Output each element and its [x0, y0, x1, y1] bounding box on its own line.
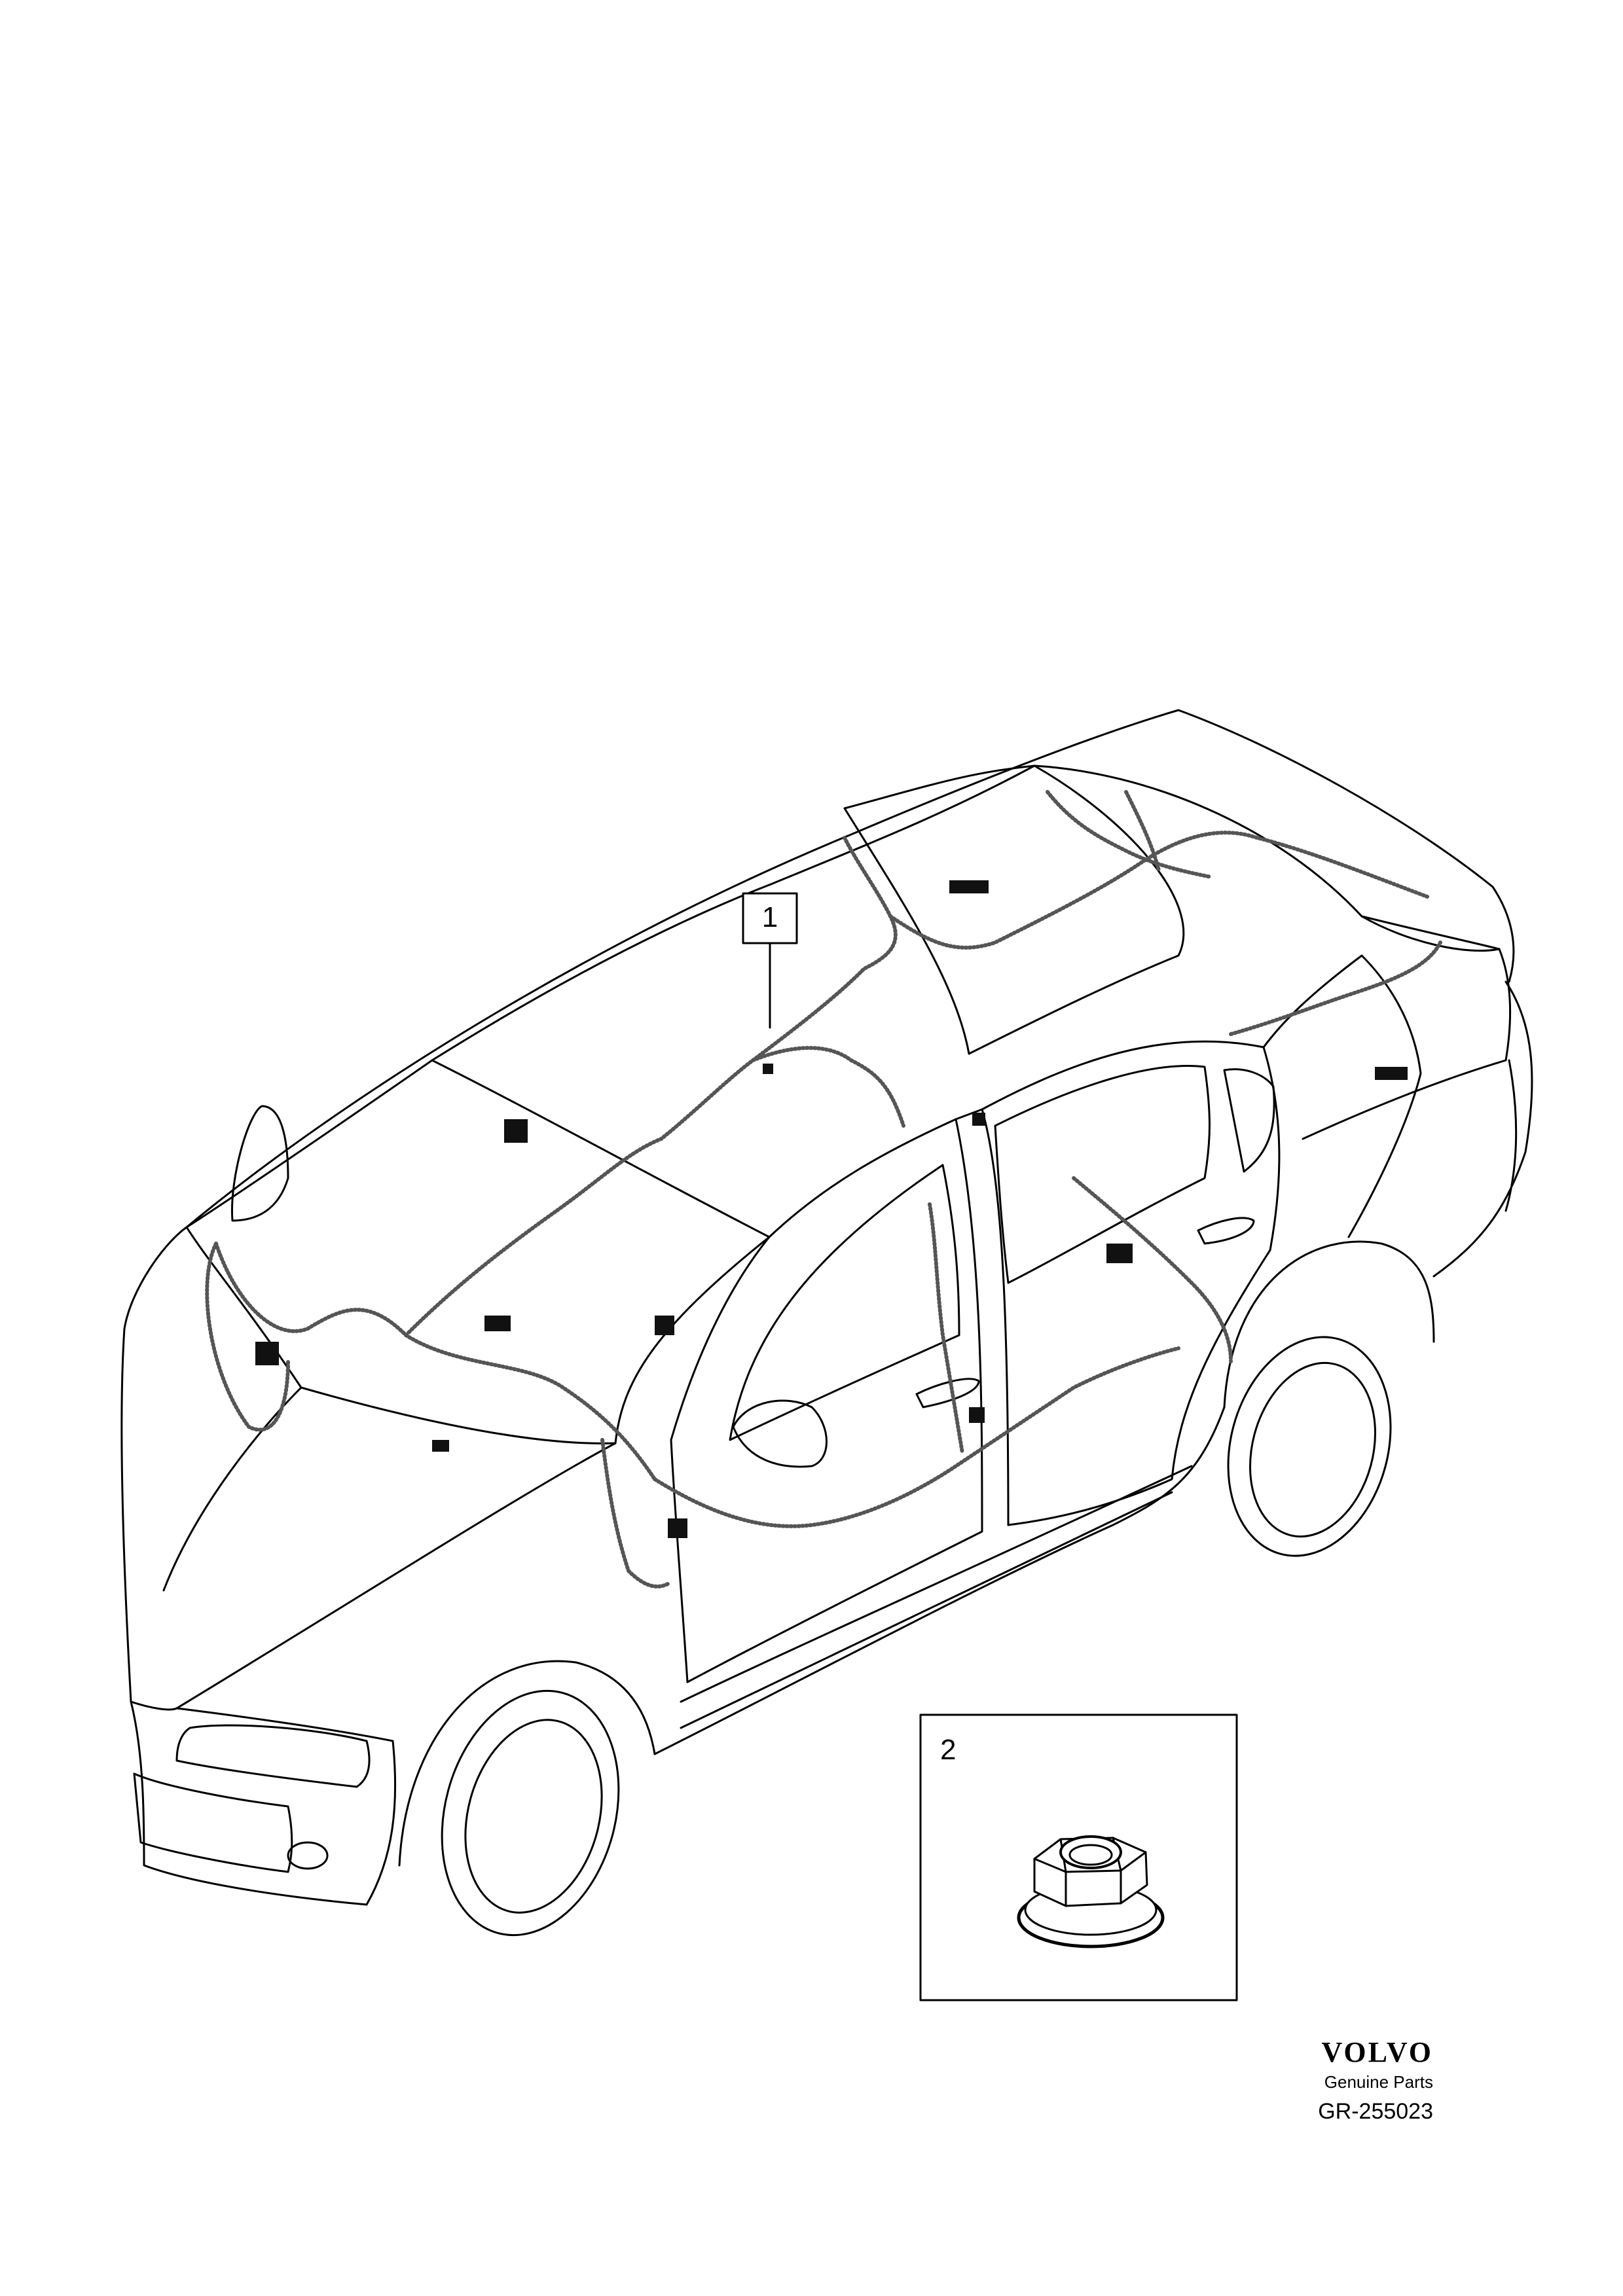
rear-door-window — [994, 1064, 1211, 1284]
rear-wheel — [1227, 1336, 1392, 1557]
rear-door — [981, 1040, 1281, 1526]
car-illustration — [120, 709, 1533, 1937]
harness-connectors — [255, 880, 1408, 1538]
connector — [255, 1342, 279, 1365]
trunk — [1302, 915, 1512, 1140]
harness-front-loop — [205, 1242, 290, 1432]
rear-wheel-rim — [1249, 1361, 1376, 1538]
connector — [432, 1440, 449, 1452]
callout-1-number: 1 — [761, 901, 778, 933]
rear-door-handle — [1197, 1217, 1255, 1245]
rear-wheel-arch — [1223, 1240, 1435, 1408]
front-door — [670, 1118, 983, 1683]
rear-window — [843, 764, 1185, 1055]
front-bumper — [130, 1700, 397, 1906]
fog-light — [287, 1841, 329, 1870]
brand-tagline: Genuine Parts — [1324, 2072, 1433, 2092]
connector — [655, 1316, 674, 1335]
callout-2 — [919, 1713, 1238, 2001]
grille — [133, 1772, 293, 1873]
headlight-left — [175, 1724, 371, 1788]
connector — [668, 1518, 687, 1538]
hood — [123, 1226, 617, 1710]
brand-block: VOLVO Genuine Parts GR-255023 — [1250, 2036, 1433, 2125]
harness-rear-run — [888, 831, 1429, 950]
tail-section — [1432, 980, 1533, 1278]
front-wheel-arch — [398, 1660, 656, 1867]
front-wheel — [441, 1689, 620, 1937]
body-side — [653, 1406, 1226, 1755]
front-door-handle — [915, 1378, 980, 1408]
front-door-window — [729, 1164, 960, 1441]
nut-bore — [1059, 1835, 1122, 1869]
harness-front-left-drop — [600, 1438, 670, 1588]
callout-1-box — [742, 892, 798, 944]
harness-rear-branch — [1046, 790, 1213, 879]
flange-nut-icon — [1017, 1835, 1165, 1948]
connector — [969, 1407, 985, 1423]
roof-inner-line — [431, 764, 1501, 1062]
harness-door-vertical — [928, 1202, 964, 1455]
volvo-logo: VOLVO — [1321, 2036, 1433, 2068]
connector — [763, 1064, 773, 1074]
sill — [680, 1465, 1193, 1729]
roof-outline — [185, 709, 1515, 1229]
callout-1 — [742, 892, 798, 1029]
connector — [504, 1119, 528, 1143]
harness-rear-lower — [1229, 941, 1442, 1036]
connector — [1375, 1067, 1408, 1080]
connector — [949, 880, 989, 893]
b-pillar — [955, 1108, 1010, 1526]
harness-cabin-run — [404, 1046, 905, 1337]
nut-bore-inner — [1068, 1844, 1113, 1866]
callout-2-number: 2 — [940, 1734, 957, 1766]
wiring-harness — [205, 790, 1442, 1588]
harness-door-run — [653, 1346, 1180, 1528]
windshield — [185, 1059, 771, 1444]
left-mirror — [230, 1105, 289, 1222]
harness-right-run — [1072, 1176, 1233, 1363]
connector — [484, 1316, 511, 1331]
quarter-window — [1223, 1068, 1275, 1173]
connector — [1106, 1244, 1133, 1263]
c-pillar — [1262, 954, 1422, 1238]
connector — [972, 1113, 985, 1126]
hood-front-edge — [120, 1327, 178, 1711]
harness-roof-run — [751, 836, 898, 1062]
front-wheel-rim — [464, 1719, 603, 1914]
right-mirror — [732, 1399, 828, 1468]
drawing-number: GR-255023 — [1318, 2098, 1433, 2124]
